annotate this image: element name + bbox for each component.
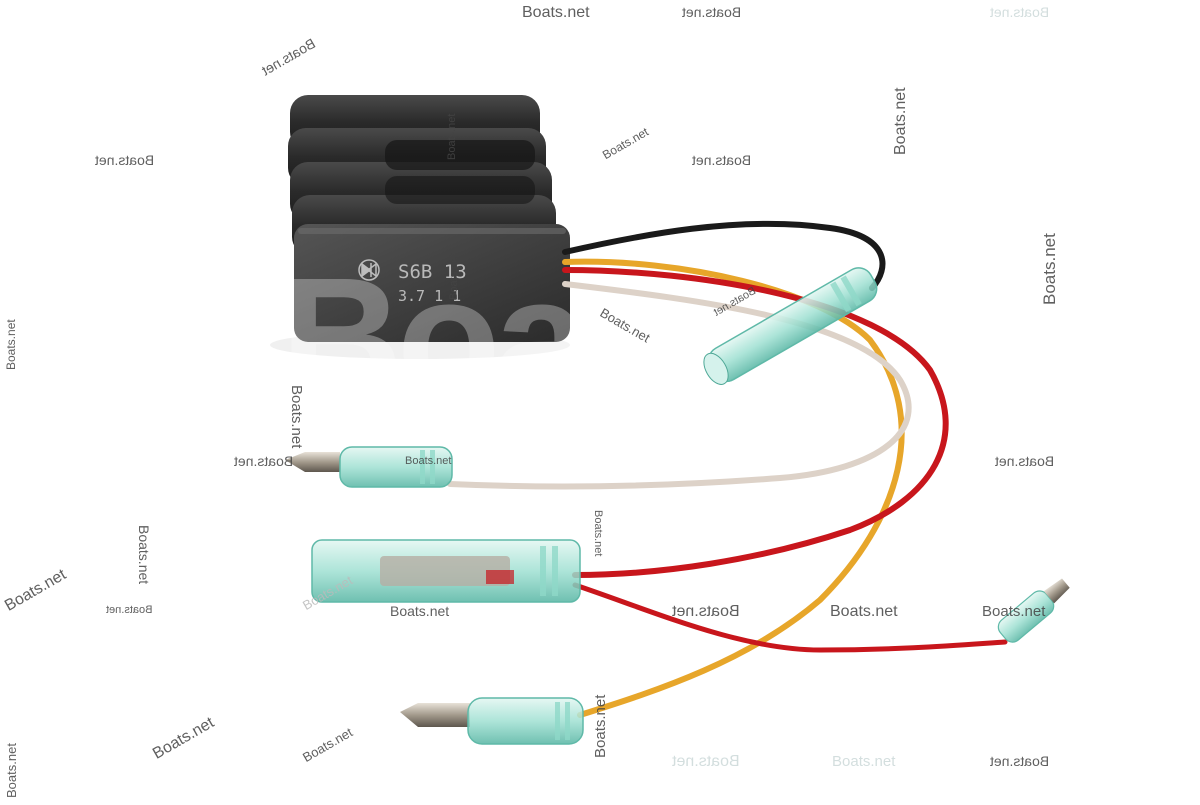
watermark: Boats.net bbox=[234, 453, 294, 469]
large-watermark: Boa bbox=[280, 243, 589, 433]
watermark: Boats.net bbox=[522, 4, 590, 21]
regulator-face bbox=[294, 224, 570, 342]
watermark: Boats.net bbox=[990, 753, 1050, 769]
pin-connector-white bbox=[285, 446, 453, 488]
watermark: Boats.net bbox=[592, 510, 604, 557]
watermark: Boats.net bbox=[390, 603, 450, 619]
watermark: Boats.net bbox=[692, 152, 752, 168]
watermark: Boats.net bbox=[672, 603, 740, 620]
black-wire bbox=[562, 220, 886, 291]
watermark: Boats.net bbox=[448, 253, 460, 300]
watermark: Boats.net bbox=[982, 603, 1046, 620]
wire-harness bbox=[447, 220, 1008, 718]
watermark: Boats.net bbox=[832, 753, 896, 770]
watermark: Boats.net bbox=[830, 603, 898, 620]
watermark: Boats.net bbox=[405, 455, 452, 467]
white-wire bbox=[447, 281, 912, 490]
watermark: Boats.net bbox=[4, 319, 18, 370]
watermark: Boats.net bbox=[1040, 233, 1059, 305]
watermark: Boats.net bbox=[995, 453, 1055, 469]
watermark: Boats.net bbox=[682, 4, 742, 20]
watermark: Boats.net bbox=[446, 113, 458, 160]
pin-connector-yellow bbox=[400, 697, 584, 745]
bullet-connector-top bbox=[703, 267, 878, 385]
watermark: Boats.net bbox=[106, 604, 153, 616]
watermark: Boats.net bbox=[672, 753, 740, 770]
watermark: Boats.net bbox=[892, 87, 909, 155]
watermark: Boats.net bbox=[990, 4, 1050, 20]
heatsink-fins bbox=[288, 95, 556, 255]
diode-symbol-icon bbox=[358, 259, 380, 281]
yellow-wire bbox=[562, 258, 905, 718]
watermark: Boats.net bbox=[4, 743, 19, 798]
watermark: Boats.net bbox=[136, 525, 152, 585]
red-wire bbox=[562, 267, 949, 578]
part-number-label: S6B 13 bbox=[398, 261, 467, 283]
red-wire-branch bbox=[572, 582, 1008, 653]
watermark: Boats.net bbox=[592, 694, 609, 758]
watermark: Boats.net bbox=[288, 385, 305, 449]
sleeve-connector-red bbox=[311, 539, 581, 603]
pin-connector-right bbox=[997, 578, 1070, 643]
watermark: Boats.net bbox=[95, 152, 155, 168]
regulator-body: S6B 13 3.7 1 1 bbox=[294, 224, 570, 342]
date-code-label: 3.7 1 1 bbox=[398, 287, 461, 305]
